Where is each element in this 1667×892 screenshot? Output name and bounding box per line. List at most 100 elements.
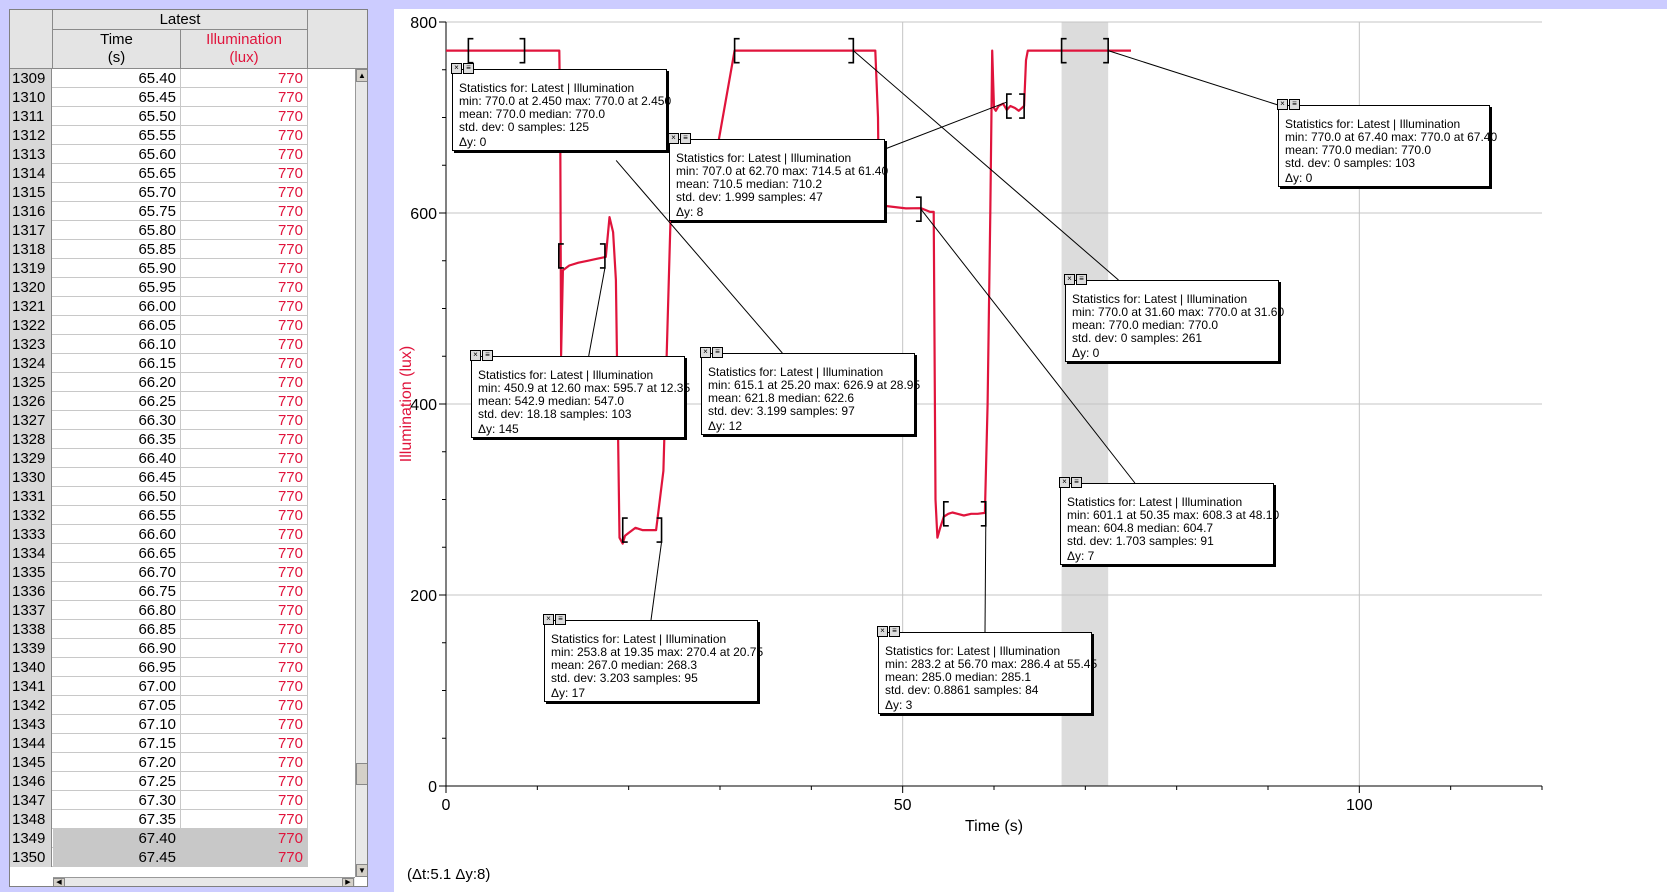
illumination-cell[interactable]: 770 xyxy=(277,583,303,600)
time-cell[interactable]: 66.05 xyxy=(138,317,176,334)
illumination-cell[interactable]: 770 xyxy=(277,127,303,144)
illumination-cell[interactable]: 770 xyxy=(277,488,303,505)
illumination-cell[interactable]: 770 xyxy=(277,279,303,296)
close-icon[interactable]: × xyxy=(1064,274,1075,285)
time-cell[interactable]: 66.25 xyxy=(138,393,176,410)
illumination-cell[interactable]: 770 xyxy=(277,545,303,562)
time-cell[interactable]: 67.20 xyxy=(138,754,176,771)
illumination-cell[interactable]: 770 xyxy=(277,564,303,581)
time-cell[interactable]: 65.60 xyxy=(138,146,176,163)
scrollbar-thumb[interactable] xyxy=(356,763,367,785)
time-cell[interactable]: 65.55 xyxy=(138,127,176,144)
options-icon[interactable]: ≡ xyxy=(463,63,474,74)
range-bracket[interactable] xyxy=(557,243,606,269)
illumination-cell[interactable]: 770 xyxy=(277,621,303,638)
time-cell[interactable]: 67.15 xyxy=(138,735,176,752)
illumination-cell[interactable]: 770 xyxy=(277,773,303,790)
illumination-cell[interactable]: 770 xyxy=(277,241,303,258)
time-cell[interactable]: 66.40 xyxy=(138,450,176,467)
close-icon[interactable]: × xyxy=(700,347,711,358)
options-icon[interactable]: ≡ xyxy=(712,347,723,358)
time-cell[interactable]: 66.15 xyxy=(138,355,176,372)
illumination-cell[interactable]: 770 xyxy=(277,469,303,486)
time-cell[interactable]: 67.35 xyxy=(138,811,176,828)
illumination-cell[interactable]: 770 xyxy=(277,754,303,771)
illumination-cell[interactable]: 770 xyxy=(277,792,303,809)
horizontal-scrollbar[interactable]: ◀ ▶ xyxy=(53,877,355,886)
time-cell[interactable]: 66.20 xyxy=(138,374,176,391)
time-cell[interactable]: 66.35 xyxy=(138,431,176,448)
illumination-cell[interactable]: 770 xyxy=(277,165,303,182)
illumination-cell[interactable]: 770 xyxy=(277,602,303,619)
illumination-cell[interactable]: 770 xyxy=(277,640,303,657)
illumination-cell[interactable]: 770 xyxy=(277,716,303,733)
time-cell[interactable]: 65.45 xyxy=(138,89,176,106)
options-icon[interactable]: ≡ xyxy=(1071,477,1082,488)
time-cell[interactable]: 67.45 xyxy=(53,848,176,867)
close-icon[interactable]: × xyxy=(470,350,481,361)
range-bracket[interactable] xyxy=(621,517,663,543)
illumination-cell[interactable]: 770 xyxy=(277,222,303,239)
illumination-cell[interactable]: 770 xyxy=(181,829,303,848)
illumination-cell[interactable]: 770 xyxy=(181,848,303,867)
options-icon[interactable]: ≡ xyxy=(680,133,691,144)
close-icon[interactable]: × xyxy=(1059,477,1070,488)
illumination-cell[interactable]: 770 xyxy=(277,526,303,543)
options-icon[interactable]: ≡ xyxy=(1289,99,1300,110)
time-cell[interactable]: 67.25 xyxy=(138,773,176,790)
illumination-cell[interactable]: 770 xyxy=(277,697,303,714)
illumination-cell[interactable]: 770 xyxy=(277,355,303,372)
time-cell[interactable]: 67.30 xyxy=(138,792,176,809)
time-cell[interactable]: 65.50 xyxy=(138,108,176,125)
time-column-header[interactable]: Time (s) xyxy=(53,30,181,69)
range-bracket[interactable] xyxy=(1005,93,1025,119)
time-cell[interactable]: 67.00 xyxy=(138,678,176,695)
illumination-cell[interactable]: 770 xyxy=(277,146,303,163)
close-icon[interactable]: × xyxy=(668,133,679,144)
time-cell[interactable]: 67.05 xyxy=(138,697,176,714)
illumination-cell[interactable]: 770 xyxy=(277,317,303,334)
illumination-cell[interactable]: 770 xyxy=(277,659,303,676)
illumination-cell[interactable]: 770 xyxy=(277,735,303,752)
options-icon[interactable]: ≡ xyxy=(889,626,900,637)
close-icon[interactable]: × xyxy=(543,614,554,625)
scroll-right-icon[interactable]: ▶ xyxy=(342,878,354,886)
illumination-cell[interactable]: 770 xyxy=(277,431,303,448)
vertical-scrollbar[interactable]: ▲ ▼ xyxy=(355,69,367,877)
time-cell[interactable]: 66.70 xyxy=(138,564,176,581)
time-cell[interactable]: 65.40 xyxy=(138,70,176,87)
time-cell[interactable]: 66.30 xyxy=(138,412,176,429)
